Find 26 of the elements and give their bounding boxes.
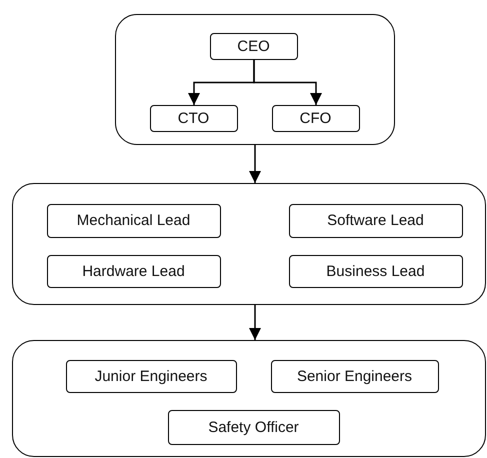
role-label: CTO: [178, 110, 210, 126]
arrow: [249, 305, 261, 340]
role-label: Software Lead: [327, 212, 424, 229]
role-box: [270, 360, 438, 392]
arrow: [249, 145, 261, 183]
role-box: [66, 360, 236, 392]
group-box: [12, 183, 486, 305]
role-label: Senior Engineers: [296, 368, 412, 384]
role-box: [46, 254, 220, 288]
role-label: Junior Engineers: [94, 368, 208, 384]
role-box: [150, 104, 238, 132]
role-box: [288, 254, 462, 288]
role-label: CFO: [300, 110, 332, 126]
role-label: Business Lead: [326, 262, 425, 280]
group-box: [12, 340, 486, 457]
role-box: [272, 104, 360, 132]
group-box: [115, 14, 395, 145]
role-box: [210, 32, 298, 60]
role-box: [46, 204, 220, 238]
role-label: CEO: [237, 38, 270, 54]
role-label: Mechanical Lead: [76, 212, 190, 229]
role-box: [168, 410, 340, 444]
arrow: [253, 60, 322, 105]
role-box: [288, 204, 462, 238]
role-label: Hardware Lead: [82, 262, 185, 280]
role-label: Safety Officer: [208, 418, 299, 436]
